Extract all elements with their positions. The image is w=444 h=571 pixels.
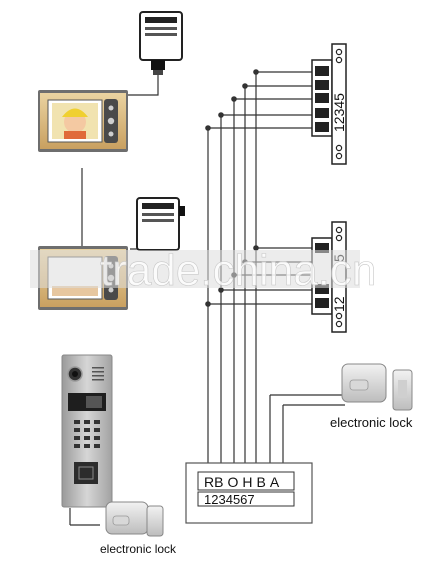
svg-text:12: 12 xyxy=(331,296,347,312)
terminal-block-top: 12345 xyxy=(311,43,347,165)
controller-letter-h: H xyxy=(242,474,252,490)
controller-letter-o: O xyxy=(227,474,238,490)
controller-number-1: 1 xyxy=(204,492,211,507)
watermark-text: trade.china.cn xyxy=(100,246,376,295)
terminal-top-number-3: 3 xyxy=(331,108,347,116)
power-adapter-middle xyxy=(136,197,185,251)
outdoor-door-station xyxy=(61,354,113,508)
terminal-top-number-1: 1 xyxy=(331,124,347,132)
controller-number-3: 3 xyxy=(218,492,225,507)
controller-number-2: 2 xyxy=(211,492,218,507)
terminal-top-number-2: 2 xyxy=(331,116,347,124)
controller-number-4: 4 xyxy=(226,492,233,507)
controller-number-7: 7 xyxy=(247,492,254,507)
controller-letter-b1: B xyxy=(214,474,223,490)
terminal-mid-number-2: 2 xyxy=(331,296,347,304)
electronic-lock-bottom xyxy=(105,501,164,537)
controller-number-6: 6 xyxy=(240,492,247,507)
watermark-band xyxy=(30,250,360,288)
child-photo-top xyxy=(52,103,98,139)
terminal-mid-number-1: 1 xyxy=(331,304,347,312)
junction-dots xyxy=(205,69,259,307)
controller-letter-a: A xyxy=(270,474,280,490)
controller-numbers: 1234567 xyxy=(204,492,255,507)
controller-letter-b2: B xyxy=(256,474,265,490)
indoor-monitor-top xyxy=(38,90,128,152)
terminal-top-numbers: 12345 xyxy=(331,93,347,132)
lock-bottom-label: electronic lock xyxy=(100,542,177,556)
terminal-top-number-4: 4 xyxy=(331,101,347,109)
keypad xyxy=(74,420,100,448)
electronic-lock-right xyxy=(341,363,413,411)
lock-right-label: electronic lock xyxy=(330,415,413,430)
controller-number-5: 5 xyxy=(233,492,240,507)
power-adapter-top xyxy=(139,11,183,75)
controller-letter-r: R xyxy=(204,474,214,490)
terminal-top-number-5: 5 xyxy=(331,93,347,101)
